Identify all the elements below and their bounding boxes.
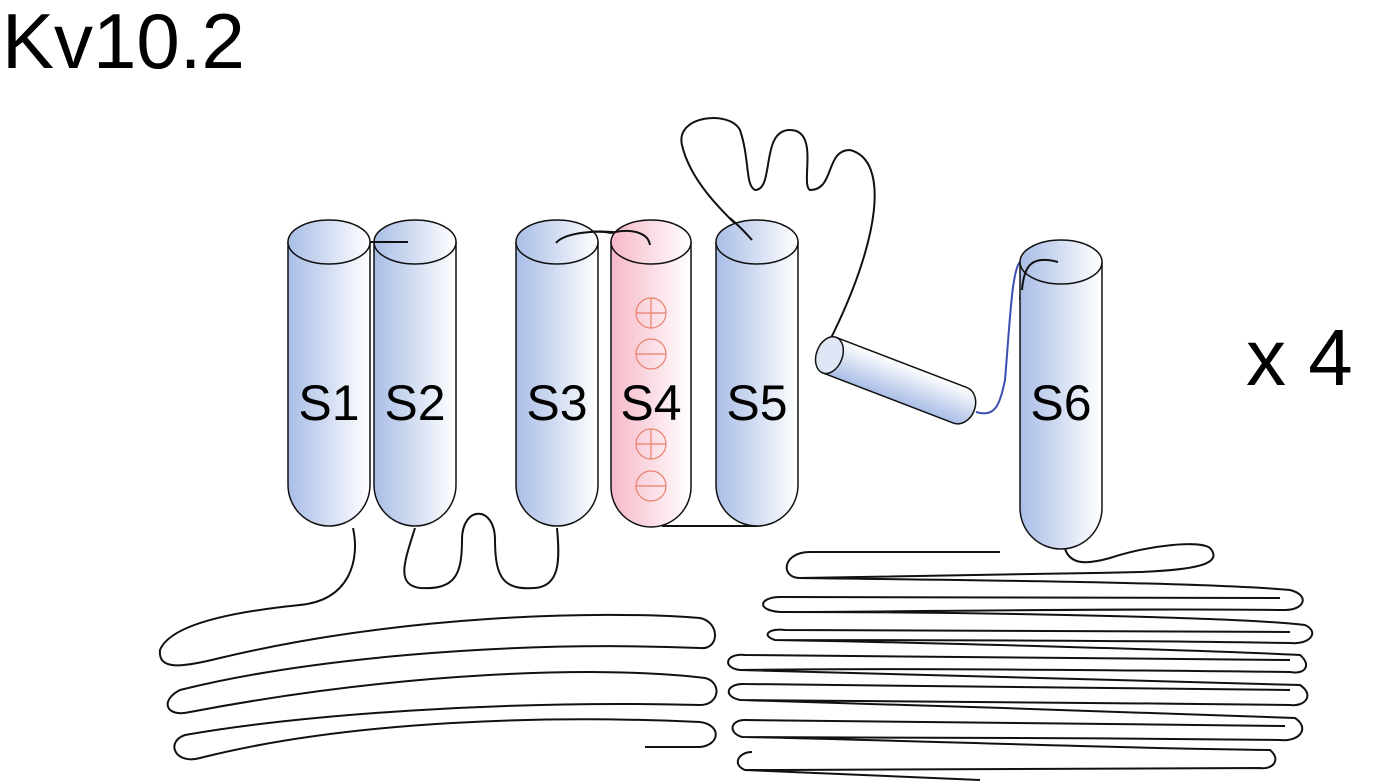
segment-label: S5 <box>726 375 787 431</box>
minus-charge-icon <box>635 470 667 502</box>
segment-label: S1 <box>298 375 359 431</box>
helix-s1: S1 <box>287 219 371 527</box>
helix-s6: S6 <box>1019 239 1103 550</box>
helix-s4-voltage-sensor: S4 <box>610 219 692 528</box>
multiplier-label: x 4 <box>1246 313 1353 402</box>
plus-charge-icon <box>635 297 667 329</box>
segment-label: S2 <box>384 375 445 431</box>
segment-label: S6 <box>1030 375 1091 431</box>
protein-title: Kv10.2 <box>2 0 245 85</box>
segment-label: S4 <box>620 375 681 431</box>
minus-charge-icon <box>635 338 667 370</box>
plus-charge-icon <box>635 428 667 460</box>
segment-label: S3 <box>526 375 587 431</box>
helix-s2: S2 <box>373 219 457 527</box>
helix-s3: S3 <box>515 219 612 527</box>
pore-helix <box>814 336 977 425</box>
helix-s5: S5 <box>715 217 799 527</box>
